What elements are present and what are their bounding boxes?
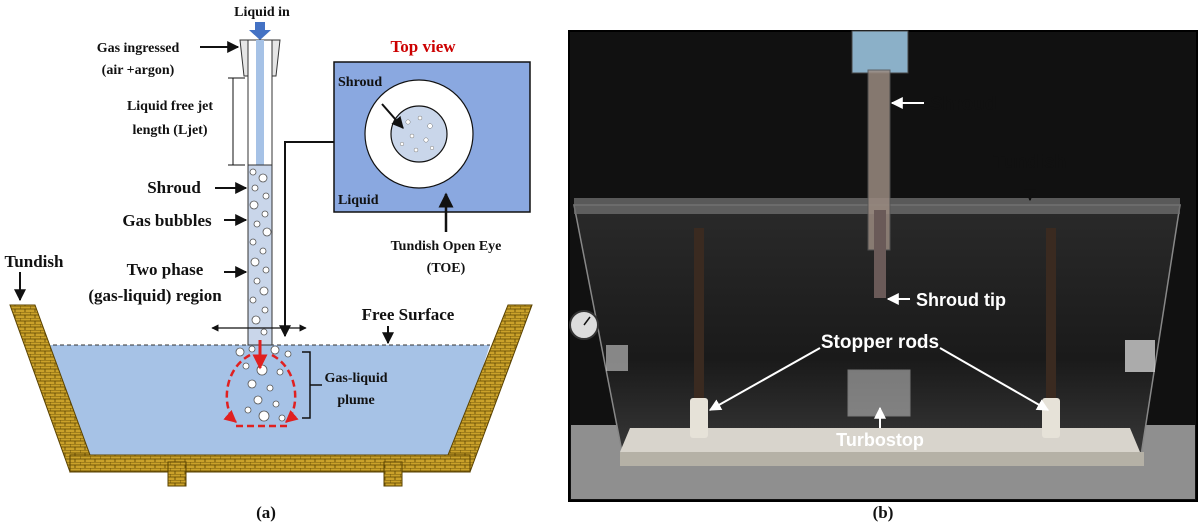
clamp-right bbox=[1125, 340, 1155, 372]
stopper-left-arrow bbox=[708, 347, 821, 411]
label-free-surface: Free Surface bbox=[362, 305, 455, 324]
top-view-bubbles bbox=[399, 115, 435, 153]
label-jet-1: Liquid free jet bbox=[127, 99, 213, 114]
top-view-shroud bbox=[390, 105, 448, 163]
label-toe: Tundish Open Eye bbox=[391, 239, 502, 254]
photo-shroud-inner bbox=[874, 210, 886, 298]
photo-shroud-top bbox=[851, 30, 909, 74]
tundish-bottom bbox=[69, 454, 471, 473]
clamp-left bbox=[606, 345, 628, 371]
stopper-rod-right-tip bbox=[1042, 398, 1060, 438]
plume-loop-right bbox=[271, 353, 299, 423]
stopper-rod-left bbox=[694, 228, 704, 428]
shroud-pointer-arrow bbox=[381, 103, 404, 129]
tundish-liquid bbox=[46, 345, 490, 460]
panel-a: Liquid in Gas ingressed (air +argon) Liq… bbox=[5, 5, 533, 522]
top-view-label-liquid: Liquid bbox=[338, 193, 379, 208]
stopper-right-arrow bbox=[939, 347, 1050, 411]
label-plume-2: plume bbox=[337, 393, 374, 408]
caption-a: (a) bbox=[256, 503, 276, 522]
caption-b: (b) bbox=[873, 503, 894, 522]
two-phase-region bbox=[247, 164, 273, 346]
stopper-rod-right bbox=[1046, 228, 1056, 428]
photo-label-stopper-rods: Stopper rods bbox=[821, 332, 939, 353]
photo-label-turbostop: Turbostop bbox=[836, 430, 924, 450]
label-two-phase: Two phase bbox=[127, 260, 204, 279]
photo-label-shroud: Shroud bbox=[930, 94, 997, 115]
label-gas-ingressed: Gas ingressed bbox=[97, 41, 180, 56]
label-liquid-in: Liquid in bbox=[234, 5, 290, 20]
plume-loop-left bbox=[223, 353, 251, 423]
liquid-in-arrow bbox=[249, 22, 271, 40]
panel-b: Shroud Tundish Shroud tip Stopper rods T… bbox=[568, 30, 1198, 522]
tundish-floor bbox=[620, 428, 1140, 452]
liquid-jet bbox=[256, 40, 264, 165]
label-plume: Gas-liquid bbox=[324, 371, 387, 386]
label-gas-ingressed-2: (air +argon) bbox=[102, 63, 175, 78]
tundish-outlet-left bbox=[167, 461, 187, 487]
label-tundish: Tundish bbox=[5, 252, 64, 271]
label-two-phase-2: (gas-liquid) region bbox=[88, 286, 222, 305]
shroud-bubbles bbox=[249, 168, 272, 336]
label-jet-2: length (Ljet) bbox=[132, 123, 207, 138]
stopper-rod-left-tip bbox=[690, 398, 708, 438]
label-gas-bubbles: Gas bubbles bbox=[122, 211, 212, 230]
tundish-outlet-right bbox=[383, 461, 403, 487]
tundish-base bbox=[620, 452, 1144, 466]
label-toe-2: (TOE) bbox=[427, 261, 466, 276]
top-view-label-shroud: Shroud bbox=[338, 75, 382, 90]
photo-label-tundish: Tundish bbox=[994, 152, 1066, 173]
top-view-title: Top view bbox=[390, 37, 456, 56]
label-shroud: Shroud bbox=[147, 178, 201, 197]
photo-label-shroud-tip: Shroud tip bbox=[916, 290, 1006, 310]
plume-bubbles bbox=[235, 345, 292, 422]
gauge-needle bbox=[583, 316, 591, 326]
top-view-connector bbox=[279, 141, 334, 338]
